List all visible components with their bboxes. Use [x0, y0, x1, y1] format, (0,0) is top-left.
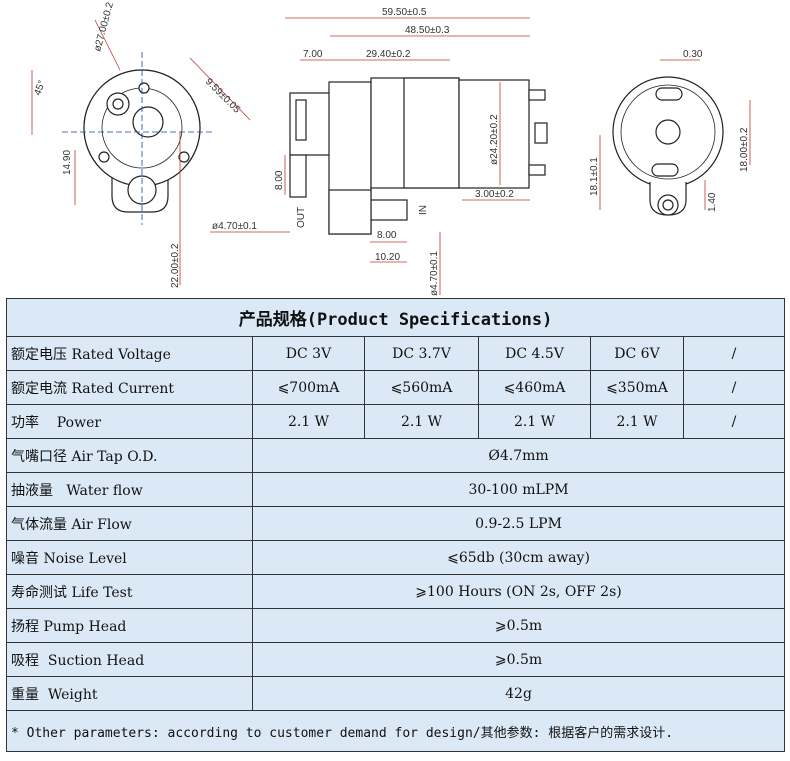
- note-row: * Other parameters: according to custome…: [5, 710, 786, 752]
- dim-470-horizontal: ø4.70±0.1: [212, 221, 257, 232]
- dim-800-vertical: 8.00: [274, 170, 285, 190]
- back-view: [599, 59, 751, 216]
- technical-drawing: ø27.00±0.2 45° 9.59±0.05 14.90 22.00±0.2…: [0, 0, 790, 298]
- row-water-flow: 抽液量 Water flow 30-100 mLPM: [6, 472, 786, 507]
- side-view: [210, 17, 548, 295]
- cell-value: DC 3V: [252, 336, 365, 371]
- cell-value: ⩽65db (30cm away): [251, 540, 786, 575]
- cell-value: 0.9-2.5 LPM: [251, 506, 786, 541]
- cell-value: DC 4.5V: [478, 336, 591, 371]
- dim-300: 3.00±0.2: [475, 189, 514, 200]
- dim-700: 7.00: [303, 49, 323, 60]
- row-power: 功率 Power 2.1 W 2.1 W 2.1 W 2.1 W /: [6, 404, 786, 439]
- row-pump-head: 扬程 Pump Head ⩾0.5m: [6, 608, 786, 643]
- row-label: 额定电流 Rated Current: [6, 370, 253, 405]
- cell-value: 42g: [251, 676, 786, 711]
- cell-value: /: [682, 404, 786, 439]
- row-label: 噪音 Noise Level: [6, 540, 253, 575]
- row-suction-head: 吸程 Suction Head ⩾0.5m: [6, 642, 786, 677]
- row-air-tap: 气嘴口径 Air Tap O.D. Ø4.7mm: [6, 438, 786, 473]
- front-view: [31, 19, 251, 285]
- cell-value: DC 6V: [590, 336, 684, 371]
- cell-value: 2.1 W: [590, 404, 684, 439]
- cell-value: ⩾100 Hours (ON 2s, OFF 2s): [251, 574, 786, 609]
- cell-value: ⩽350mA: [590, 370, 684, 405]
- cell-value: ⩽700mA: [252, 370, 365, 405]
- cell-value: 2.1 W: [252, 404, 365, 439]
- row-air-flow: 气体流量 Air Flow 0.9-2.5 LPM: [6, 506, 786, 541]
- label-out: OUT: [296, 207, 307, 228]
- row-noise-level: 噪音 Noise Level ⩽65db (30cm away): [6, 540, 786, 575]
- cell-value: /: [682, 370, 786, 405]
- dim-030: 0.30: [683, 49, 703, 60]
- dim-181: 18.1±0.1: [589, 157, 600, 196]
- row-label: 气嘴口径 Air Tap O.D.: [6, 438, 253, 473]
- cell-value: ⩾0.5m: [251, 642, 786, 677]
- row-rated-current: 额定电流 Rated Current ⩽700mA ⩽560mA ⩽460mA …: [6, 370, 786, 405]
- row-label: 重量 Weight: [6, 676, 253, 711]
- cell-value: 2.1 W: [364, 404, 479, 439]
- cell-value: ⩽560mA: [364, 370, 479, 405]
- spec-title: 产品规格(Product Specifications): [5, 298, 786, 337]
- cell-value: ⩾0.5m: [251, 608, 786, 643]
- dim-2200: 22.00±0.2: [170, 243, 181, 288]
- dim-2420: ø24.20±0.2: [489, 114, 500, 165]
- spec-note: * Other parameters: according to custome…: [5, 710, 786, 752]
- cell-value: 2.1 W: [478, 404, 591, 439]
- row-label: 额定电压 Rated Voltage: [6, 336, 253, 371]
- cell-value: Ø4.7mm: [251, 438, 786, 473]
- cell-value: ⩽460mA: [478, 370, 591, 405]
- row-label: 寿命测试 Life Test: [6, 574, 253, 609]
- dim-r-959: 9.59±0.05: [203, 76, 242, 115]
- dim-1490: 14.90: [62, 150, 73, 175]
- dim-2940: 29.40±0.2: [366, 49, 411, 60]
- spec-title-row: 产品规格(Product Specifications): [5, 298, 786, 337]
- cell-value: /: [682, 336, 786, 371]
- row-life-test: 寿命测试 Life Test ⩾100 Hours (ON 2s, OFF 2s…: [6, 574, 786, 609]
- spec-table: 产品规格(Product Specifications) 额定电压 Rated …: [5, 298, 786, 752]
- dim-angle-45: 45°: [32, 79, 48, 97]
- row-label: 扬程 Pump Head: [6, 608, 253, 643]
- dim-140: 1.40: [707, 192, 718, 212]
- row-rated-voltage: 额定电压 Rated Voltage DC 3V DC 3.7V DC 4.5V…: [6, 336, 786, 371]
- row-label: 吸程 Suction Head: [6, 642, 253, 677]
- label-in: IN: [418, 205, 429, 215]
- dim-1020: 10.20: [375, 252, 400, 263]
- row-weight: 重量 Weight 42g: [6, 676, 786, 711]
- dim-470-vertical: ø4.70±0.1: [429, 251, 440, 296]
- dim-diameter-27: ø27.00±0.2: [92, 1, 116, 53]
- dim-5950: 59.50±0.5: [382, 7, 427, 18]
- dim-1800: 18.00±0.2: [739, 127, 750, 172]
- row-label: 气体流量 Air Flow: [6, 506, 253, 541]
- row-label: 抽液量 Water flow: [6, 472, 253, 507]
- dim-4850: 48.50±0.3: [405, 25, 450, 36]
- cell-value: 30-100 mLPM: [251, 472, 786, 507]
- cell-value: DC 3.7V: [364, 336, 479, 371]
- row-label: 功率 Power: [6, 404, 253, 439]
- dim-800-horizontal: 8.00: [377, 230, 397, 241]
